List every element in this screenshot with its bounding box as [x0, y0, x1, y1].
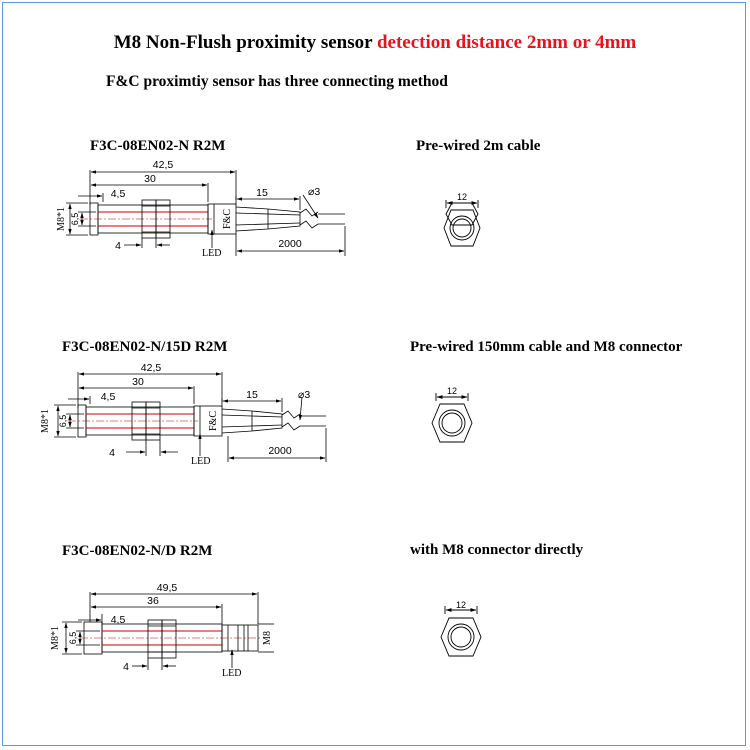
dim-front-2: 4,5 [101, 391, 116, 403]
dim-front-1: 4,5 [111, 188, 126, 200]
dim-front-3: 4,5 [111, 614, 126, 626]
hex-nut-view-2 [431, 393, 473, 443]
method-description-1: Pre-wired 2m cable [416, 138, 541, 154]
page-subtitle: F&C proximtiy sensor has three connectin… [106, 73, 448, 90]
dim-thread-2: M8*1 [40, 409, 51, 433]
sensor-drawing-3 [62, 592, 274, 670]
dim-cable-total-1: 2000 [278, 238, 302, 250]
title-highlight: detection distance 2mm or 4mm [376, 32, 637, 53]
model-name-3: F3C-08EN02-N/D R2M [62, 543, 213, 559]
hex-nut-view-1 [443, 200, 481, 247]
led-label-3: LED [222, 668, 241, 679]
hex-nut-view-3 [440, 606, 482, 657]
brand-mark-2: F&C [208, 411, 219, 431]
dim-thread-1: M8*1 [56, 207, 67, 231]
dim-total-2: 42,5 [141, 362, 162, 374]
led-label-1: LED [202, 248, 221, 259]
title-main: M8 Non-Flush proximity sensor [113, 32, 373, 53]
dim-nut-1: 4 [115, 240, 121, 252]
model-name-1: F3C-08EN02-N R2M [90, 138, 226, 154]
dim-dia-2: 6,5 [58, 415, 68, 428]
dim-thread-3: M8*1 [50, 626, 61, 650]
connector-label-3: M8 [262, 631, 273, 645]
sensor-drawing-2 [54, 372, 327, 462]
hex-size-2: 12 [447, 386, 457, 396]
method-description-2: Pre-wired 150mm cable and M8 connector [410, 339, 683, 355]
dim-cable-len-2: 15 [246, 389, 258, 401]
led-label-2: LED [191, 456, 210, 467]
dim-dia-3: 6,5 [68, 632, 78, 645]
dim-nut-2: 4 [109, 447, 115, 459]
dim-body-1: 30 [144, 173, 156, 185]
dim-cable-dia-1: ⌀3 [308, 186, 320, 198]
dim-cable-dia-2: ⌀3 [298, 389, 310, 401]
dim-cable-total-2: 2000 [268, 445, 292, 457]
dim-body-2: 30 [132, 376, 144, 388]
dim-total-1: 42,5 [153, 159, 174, 171]
hex-size-3: 12 [456, 600, 466, 610]
dim-nut-3: 4 [123, 661, 129, 673]
sensor-drawing-1 [66, 170, 346, 256]
hex-size-1: 12 [457, 192, 467, 202]
model-name-2: F3C-08EN02-N/15D R2M [62, 339, 228, 355]
brand-mark-1: F&C [222, 209, 233, 229]
page-title: M8 Non-Flush proximity sensor detection … [0, 32, 750, 54]
dim-body-3: 36 [147, 595, 159, 607]
dim-total-3: 49,5 [157, 582, 178, 594]
dim-cable-len-1: 15 [256, 187, 268, 199]
dim-dia-1: 6,5 [70, 213, 80, 226]
method-description-3: with M8 connector directly [410, 542, 584, 558]
